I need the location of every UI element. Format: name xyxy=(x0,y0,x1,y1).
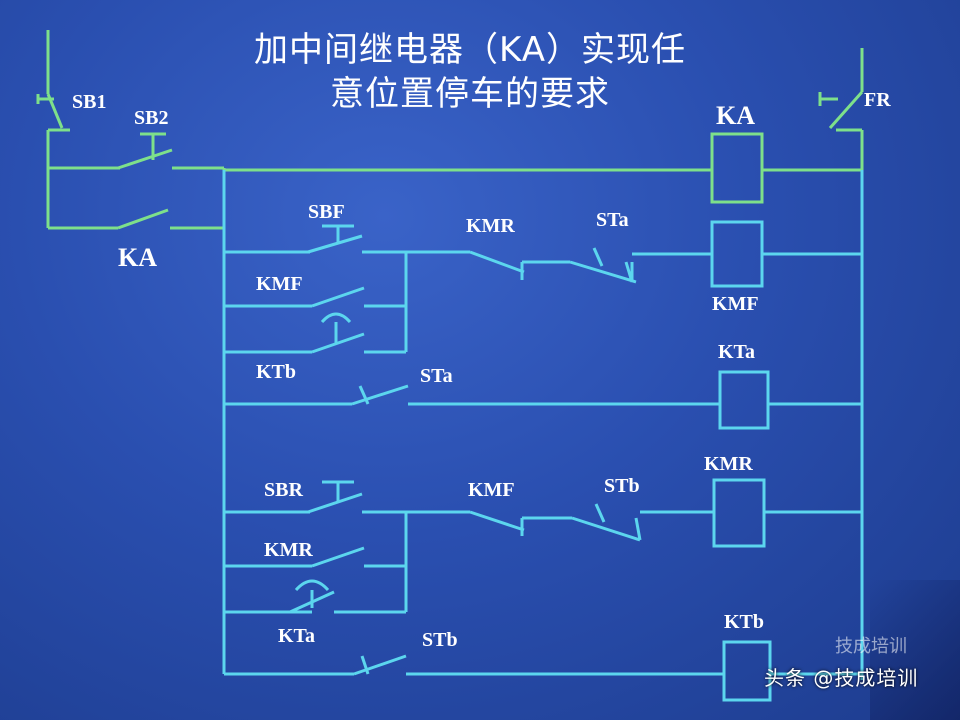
label-stb-mid: STb xyxy=(422,629,458,651)
forward-branch xyxy=(224,220,862,430)
label-sta-mid: STa xyxy=(420,365,453,387)
label-ktb-contact: KTb xyxy=(256,361,296,383)
label-kmr-coil: KMR xyxy=(704,453,753,475)
label-kmr-hold: KMR xyxy=(264,539,313,561)
ktb-coil xyxy=(722,640,772,702)
kmr-nc-contact-top xyxy=(469,250,525,280)
label-kta-coil: KTa xyxy=(718,341,755,363)
label-kta-contact: KTa xyxy=(278,625,315,647)
label-sb2: SB2 xyxy=(134,107,168,129)
sb1-switch-symbol xyxy=(36,93,70,132)
label-kmf-hold: KMF xyxy=(256,273,303,295)
diagram-title: 加中间继电器（KA）实现任 意位置停车的要求 xyxy=(190,28,750,116)
label-sb1: SB1 xyxy=(72,91,106,113)
label-stb-top: STb xyxy=(604,475,640,497)
kta-coil xyxy=(718,370,770,430)
label-sbf: SBF xyxy=(308,201,345,223)
title-line-2: 意位置停车的要求 xyxy=(330,74,610,114)
kmr-coil xyxy=(712,478,766,548)
sbr-switch-symbol xyxy=(307,480,363,514)
stb-nc-contact-mid xyxy=(353,654,407,676)
sb2-switch-symbol xyxy=(117,132,173,170)
label-kmr-top: KMR xyxy=(466,215,515,237)
component-labels: SB1 SB2 KA KA FR SBF KMR STa KMF KTb STa… xyxy=(72,89,891,651)
label-ktb-coil: KTb xyxy=(724,611,764,633)
kmf-nc-contact-bottom xyxy=(469,510,525,536)
kta-timed-contact xyxy=(289,579,335,614)
kmr-holding-contact xyxy=(311,546,365,568)
stb-nc-contact-top xyxy=(571,503,642,542)
ka-holding-contact-symbol xyxy=(117,208,169,230)
reverse-branch xyxy=(224,478,862,702)
ka-coil xyxy=(710,132,764,204)
right-rail xyxy=(818,48,864,680)
title-line-1: 加中间继电器（KA）实现任 xyxy=(254,30,686,70)
watermark: 头条 @技成培训 xyxy=(764,666,919,690)
label-ka-coil: KA xyxy=(716,101,755,130)
fr-contact-symbol xyxy=(818,91,864,132)
ktb-timed-contact xyxy=(311,312,365,354)
label-ka-contact: KA xyxy=(118,243,157,272)
watermark-secondary: 技成培训 xyxy=(835,636,907,657)
sbf-switch-symbol xyxy=(307,224,363,254)
label-fr: FR xyxy=(864,89,891,111)
kmf-coil xyxy=(710,220,764,288)
kmf-holding-contact xyxy=(311,286,365,308)
sta-nc-contact-mid xyxy=(351,384,409,406)
sta-nc-contact-top xyxy=(569,247,637,284)
label-sta-top: STa xyxy=(596,209,629,231)
label-kmf-coil: KMF xyxy=(712,293,759,315)
label-sbr: SBR xyxy=(264,479,303,501)
corner-shade xyxy=(870,580,960,720)
label-kmf-bottom: KMF xyxy=(468,479,515,501)
